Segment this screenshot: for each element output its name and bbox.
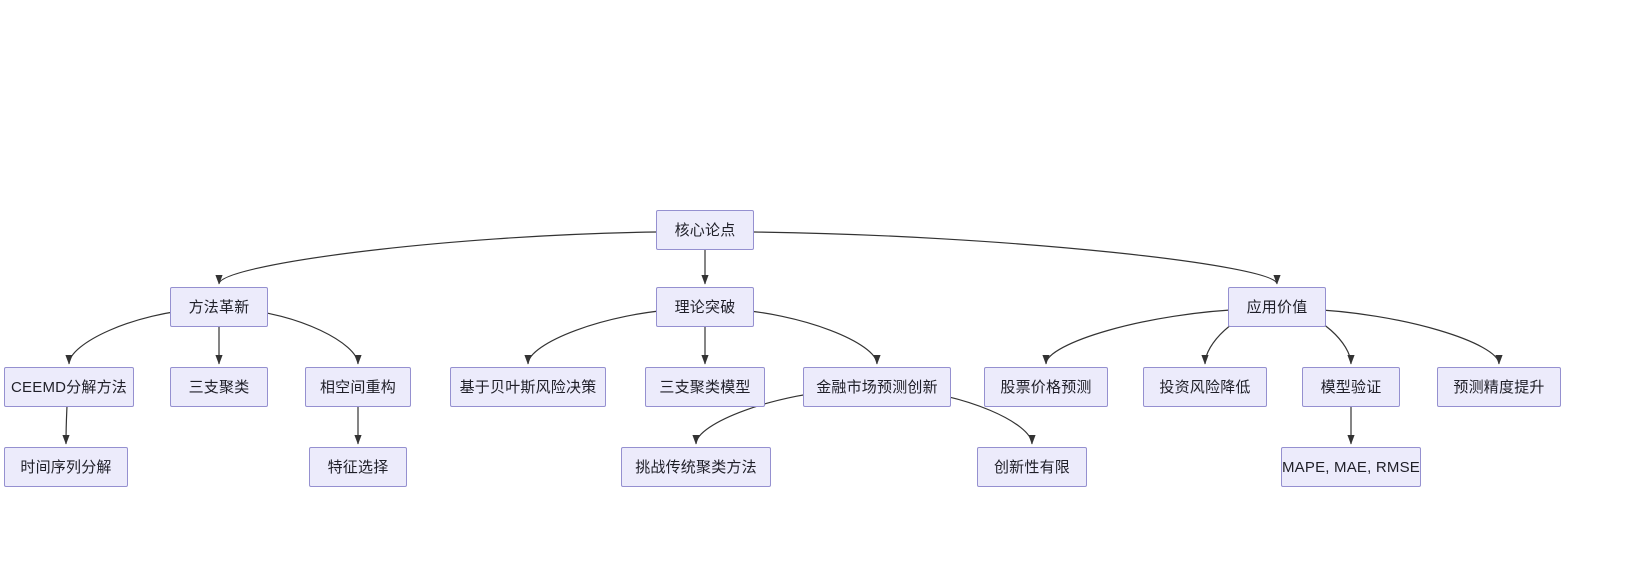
node-l3b[interactable]: 特征选择 <box>309 447 407 487</box>
node-label: 时间序列分解 <box>20 458 112 476</box>
node-label: 模型验证 <box>1320 378 1382 396</box>
node-l2f[interactable]: 金融市场预测创新 <box>803 367 951 407</box>
node-label: 创新性有限 <box>993 458 1070 476</box>
node-l1b[interactable]: 理论突破 <box>656 287 754 327</box>
node-l3c[interactable]: 挑战传统聚类方法 <box>621 447 771 487</box>
node-label: 投资风险降低 <box>1159 378 1251 396</box>
node-l3a[interactable]: 时间序列分解 <box>4 447 128 487</box>
edge-root-to-l1a <box>215 231 657 285</box>
node-l2e[interactable]: 三支聚类模型 <box>645 367 765 407</box>
node-label: 核心论点 <box>674 221 736 239</box>
edge-root-to-l1c <box>753 231 1281 285</box>
node-l1a[interactable]: 方法革新 <box>170 287 268 327</box>
node-label: 应用价值 <box>1246 298 1308 316</box>
node-label: 三支聚类模型 <box>659 378 751 396</box>
node-label: MAPE, MAE, RMSE <box>1281 458 1421 476</box>
node-label: 特征选择 <box>327 458 389 476</box>
node-l2j[interactable]: 预测精度提升 <box>1437 367 1561 407</box>
node-l2c[interactable]: 相空间重构 <box>305 367 411 407</box>
node-l2d[interactable]: 基于贝叶斯风险决策 <box>450 367 606 407</box>
node-l2i[interactable]: 模型验证 <box>1302 367 1400 407</box>
edge-l1c-to-l2g <box>1042 308 1250 365</box>
node-label: 预测精度提升 <box>1453 378 1545 396</box>
node-label: CEEMD分解方法 <box>11 378 127 396</box>
node-root[interactable]: 核心论点 <box>656 210 754 250</box>
edge-l1c-to-l2j <box>1303 308 1503 365</box>
node-label: 金融市场预测创新 <box>816 378 938 396</box>
edges-group <box>62 231 1503 445</box>
node-label: 理论突破 <box>674 298 736 316</box>
node-label: 基于贝叶斯风险决策 <box>459 378 597 396</box>
node-l1c[interactable]: 应用价值 <box>1228 287 1326 327</box>
node-label: 三支聚类 <box>188 378 250 396</box>
node-l2b[interactable]: 三支聚类 <box>170 367 268 407</box>
node-label: 挑战传统聚类方法 <box>635 458 757 476</box>
node-l3d[interactable]: 创新性有限 <box>977 447 1087 487</box>
node-label: 相空间重构 <box>319 378 396 396</box>
node-l3e[interactable]: MAPE, MAE, RMSE <box>1281 447 1421 487</box>
node-label: 方法革新 <box>188 298 250 316</box>
node-l2h[interactable]: 投资风险降低 <box>1143 367 1267 407</box>
node-l2a[interactable]: CEEMD分解方法 <box>4 367 134 407</box>
node-label: 股票价格预测 <box>1000 378 1092 396</box>
node-l2g[interactable]: 股票价格预测 <box>984 367 1108 407</box>
